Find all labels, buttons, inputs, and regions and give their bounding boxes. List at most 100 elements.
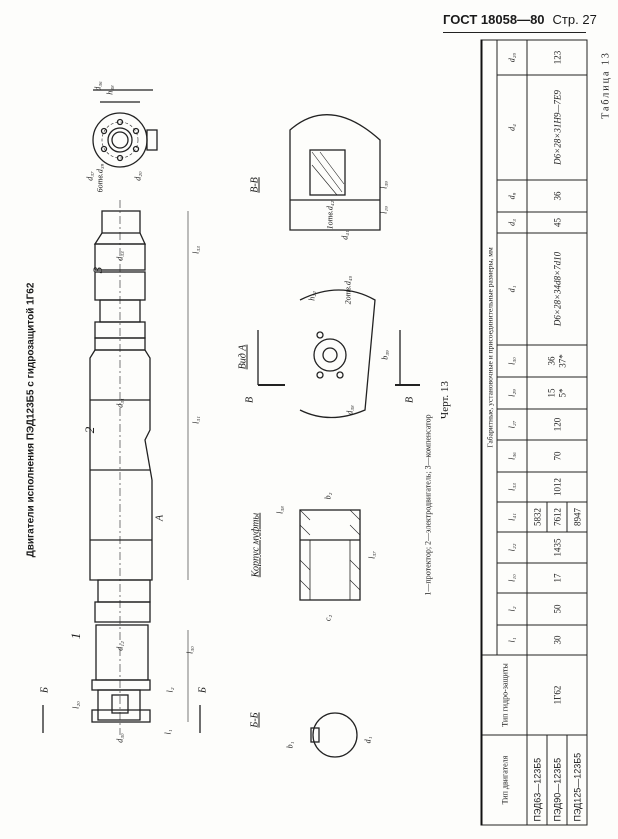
cut-b-label-left: Б xyxy=(39,687,51,693)
standard-number: ГОСТ 18058—80 xyxy=(443,12,545,27)
cut-b-label-right: Б xyxy=(197,687,209,693)
dim-d31: d₃₁ xyxy=(115,398,125,408)
cell-l41: 8947 xyxy=(566,501,587,532)
motor-type: ПЭД63—123Б5 xyxy=(526,734,547,825)
section-vv-title: В-В xyxy=(249,177,261,193)
technical-drawing xyxy=(42,89,420,758)
figure-caption: Черт. 13 xyxy=(439,381,451,419)
dim-d38: d₃₈ xyxy=(345,405,355,415)
figure-legend: 1—протектор; 2—электродвигатель; 3—компе… xyxy=(423,414,433,596)
col-l36: l₃₆ xyxy=(496,439,527,472)
cell-d1: D6×28×34d8×7d10 xyxy=(526,232,587,345)
dim-bp: b₂ xyxy=(323,492,333,500)
dim-h38: h₃₈ xyxy=(105,85,115,95)
motor-type: ПЭД125—123Б5 xyxy=(566,734,587,825)
section-bb-title: Б-Б xyxy=(249,712,261,728)
dim-l38: l₃₈ xyxy=(275,506,285,514)
cell-d3: 45 xyxy=(526,211,587,233)
cell-l22: 1435 xyxy=(526,531,587,563)
dim-l20: l₂₀ xyxy=(71,701,81,709)
dim-l2: l₂ xyxy=(165,687,175,693)
dim-d37: d₃₇ xyxy=(85,171,95,181)
part-2-label: 2 xyxy=(82,426,97,434)
col-l41: l₄₁ xyxy=(496,501,527,532)
col-d4: d₄ xyxy=(496,74,527,180)
dim-b39: b₃₉ xyxy=(380,350,390,360)
col-l30: l₃₀ xyxy=(496,344,527,377)
table-row: ПЭД63—123Б5 1Г62 30 50 17 1435 5832 1012… xyxy=(526,39,587,825)
col-l33: l₃₃ xyxy=(496,471,527,502)
page-number: Стр. 27 xyxy=(552,12,597,27)
coupling-body-drawing xyxy=(299,509,361,601)
dim-l30: l₃₀ xyxy=(185,646,195,654)
dim-d41: d₄₁ xyxy=(340,230,350,240)
dim-cp: c₂ xyxy=(323,614,333,622)
col-motor-type: Тип двигателя xyxy=(481,734,527,825)
cut-v-label-left: В xyxy=(244,396,256,404)
header-rule xyxy=(443,32,586,33)
dim-d33: d₃₃ xyxy=(115,251,125,261)
cut-v-label-right: В xyxy=(404,396,416,404)
part-3-label: 3 xyxy=(90,266,105,274)
dim-h22: h₂₂ xyxy=(307,291,317,301)
col-l27: l₂₇ xyxy=(496,408,527,440)
col-group-dimensions: Габаритные, установочные и присоединител… xyxy=(481,39,497,655)
dim-dcp: d₃₀ xyxy=(115,733,125,743)
cell-d20: 123 xyxy=(526,39,587,75)
dim-l19: l₁₉ xyxy=(379,206,389,214)
cell-l41: 5832 xyxy=(526,501,547,532)
view-a-title: Вид А xyxy=(237,344,249,370)
cell-l29-alt: 5* xyxy=(556,388,567,397)
cell-l36: 70 xyxy=(526,439,587,472)
page-header: ГОСТ 18058—80 Стр. 27 xyxy=(443,12,597,27)
section-vv-drawing xyxy=(289,114,381,231)
dim-holes3: 1отв.d₄₂ xyxy=(325,200,335,230)
dimensions-table: Тип двигателя Тип гидро-защиты Габаритны… xyxy=(480,39,587,825)
col-l10: l₁₀ xyxy=(496,562,527,593)
cell-d4: D6×28×31H9—7E9 xyxy=(526,74,587,180)
dim-holes2: 2отв.d₄₀ xyxy=(343,275,353,305)
motor-type: ПЭД90—123Б5 xyxy=(546,734,567,825)
part-1-label: 1 xyxy=(68,632,83,640)
cell-l2: 50 xyxy=(526,592,587,625)
col-d1: d₁ xyxy=(496,232,527,345)
shaft-assembly xyxy=(89,210,153,723)
cell-l1: 30 xyxy=(526,624,587,655)
cell-l30-alt: 37* xyxy=(556,353,567,368)
dim-dgp: d₁₂ xyxy=(115,641,125,651)
col-l2: l₂ xyxy=(496,592,527,625)
dim-l31: l₃₁ xyxy=(191,416,201,424)
cell-l29-main: 15 xyxy=(545,388,556,397)
col-l29: l₂₉ xyxy=(496,376,527,409)
section-bb-drawing xyxy=(42,705,358,758)
dim-l33: l₃₃ xyxy=(191,246,201,254)
col-hydro-type: Тип гидро-защиты xyxy=(481,654,527,735)
cell-l41: 7612 xyxy=(546,501,567,532)
cell-l27: 120 xyxy=(526,408,587,440)
cell-l30-main: 36 xyxy=(545,356,556,365)
dim-l37: l₃₇ xyxy=(367,551,377,559)
arrow-a-label: А xyxy=(154,514,166,522)
col-l22: l₂₂ xyxy=(496,531,527,563)
col-l1: l₁ xyxy=(496,624,527,655)
cell-d9: 36 xyxy=(526,179,587,212)
dim-l39: l₃₉ xyxy=(379,181,389,189)
col-d20: d₂₀ xyxy=(496,39,527,75)
view-a-drawing xyxy=(257,289,420,419)
coupling-title: Корпус муфты xyxy=(250,512,262,578)
dim-d20: d₂₀ xyxy=(133,171,143,181)
hydro-type: 1Г62 xyxy=(526,654,587,735)
dim-b1: b₁ xyxy=(285,741,295,749)
dim-d36: d₃₆ xyxy=(93,81,103,91)
dim-d1: d₁ xyxy=(363,736,373,744)
cell-l10: 17 xyxy=(526,562,587,593)
col-d3: d₃ xyxy=(496,211,527,233)
flange-view xyxy=(92,89,158,168)
table-number: Таблица 13 xyxy=(600,51,612,119)
dim-l1: l₁ xyxy=(163,729,173,735)
col-d9: d₉ xyxy=(496,179,527,212)
cell-l33: 1012 xyxy=(526,471,587,502)
dim-holes: 6отв.d₃₉ xyxy=(95,163,105,193)
